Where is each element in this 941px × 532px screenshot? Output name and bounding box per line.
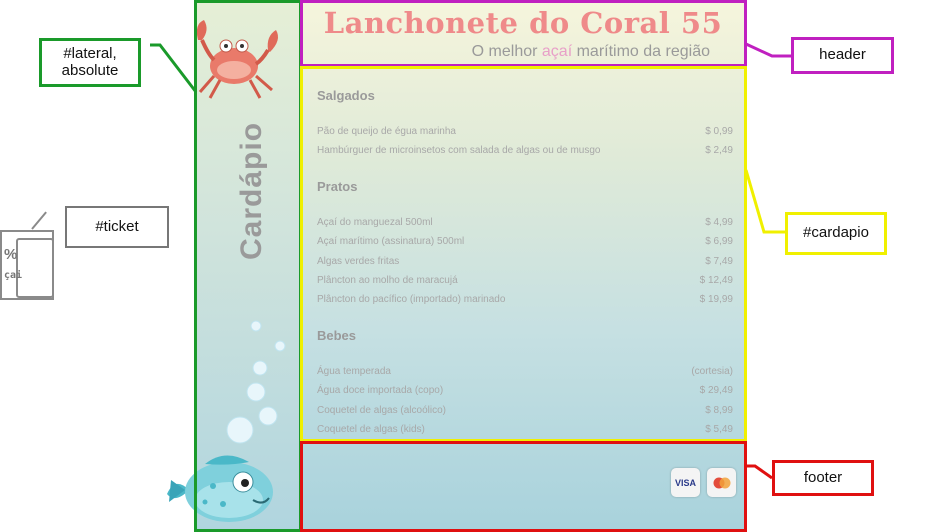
menu-item-price: $ 7,49 [705,255,733,267]
menu-item-price: $ 12,49 [699,274,733,286]
menu-item: Açaí do manguezal 500ml $ 4,99 [317,213,733,232]
crab-icon [196,20,278,99]
menu-item-name: Pão de queijo de égua marinha [317,126,456,137]
menu-item-price: $ 29,49 [699,385,733,397]
payment-cards: VISA [671,468,736,497]
annotation-cardapio: #cardapio [785,212,887,255]
ticket-text: çai [4,270,23,281]
menu-section-title: Bebes [317,327,357,343]
menu-item-price: $ 8,99 [705,404,733,416]
page-subtitle: O melhor açaí marítimo da região [300,43,710,61]
header-region-outline [300,0,747,67]
menu-item-name: Coquetel de algas (alcoólico) [317,404,446,416]
menu-item-name: Plâncton do pacífico (importado) marinad… [317,294,506,306]
menu-item: Plâncton ao molho de maracujá $ 12,49 [317,271,733,290]
menu-item-name: Açaí marítimo (assinatura) 500ml [317,236,465,248]
annotation-footer: footer [772,460,874,496]
menu-item: Coquetel de algas (kids) $ 5,49 [317,420,733,439]
menu-item-price: (cortesia) [691,365,733,377]
menu-item: Hambúrguer de microinsetos com salada de… [317,141,733,160]
annotation-ticket: #ticket [65,206,169,248]
page-title: Lanchonete do Coral 55 [323,6,723,40]
menu-item-name: Hambúrguer de microinsetos com salada de… [317,145,601,157]
subtitle-post: marítimo da região [572,43,710,60]
menu-item-price: $ 0,99 [705,126,733,137]
visa-card-icon: VISA [671,468,700,497]
bubbles-icon [226,320,286,444]
menu-item: Coquetel de algas (alcoólico) $ 8,99 [317,401,733,420]
menu-item-name: Açaí do manguezal 500ml [317,216,433,228]
menu-item-name: Água doce importada (copo) [317,385,444,397]
menu-item-price: $ 4,99 [705,216,733,228]
menu-item: Água doce importada (copo) $ 29,49 [317,381,733,400]
menu-item-name: Plâncton ao molho de maracujá [317,274,458,286]
cardapio-region-outline [300,66,747,442]
fish-icon [167,455,273,522]
menu-item: Pão de queijo de égua marinha $ 0,99 [317,122,733,141]
menu-section-title: Salgados [317,88,375,103]
menu-item-price: $ 6,99 [705,236,733,248]
ticket-percent: % [4,246,18,263]
menu-section-title: Pratos [317,178,358,194]
annotation-lateral: #lateral, absolute [39,38,141,87]
menu-item: Água temperada (cortesia) [317,362,733,381]
mastercard-icon [707,468,736,497]
menu-item: Plâncton do pacífico (importado) marinad… [317,290,733,309]
subtitle-highlight: açaí [541,43,573,60]
menu-item-price: $ 19,99 [699,294,733,306]
menu-item-name: Coquetel de algas (kids) [317,423,425,435]
menu-item-name: Água temperada [317,365,391,377]
annotation-header: header [791,37,894,74]
footer-region-outline [300,441,747,532]
menu-item-price: $ 2,49 [705,145,733,157]
menu-item: Algas verdes fritas $ 7,49 [317,252,733,271]
ticket-icon: % çai [0,230,54,300]
menu-item: Açaí marítimo (assinatura) 500ml $ 6,99 [317,232,733,251]
menu-item-price: $ 5,49 [705,423,733,435]
subtitle-pre: O melhor [471,43,542,60]
lateral-panel [196,0,300,532]
menu-item-name: Algas verdes fritas [317,255,400,267]
